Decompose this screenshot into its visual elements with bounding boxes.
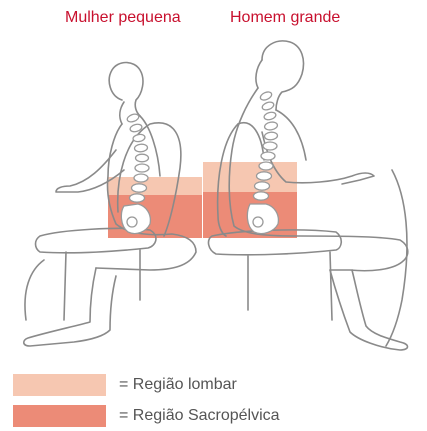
seated-posture-illustration [0,0,427,370]
legend-sacropelvic: = Região Sacropélvica [13,404,280,428]
legend-lumbar-label: = Região lombar [119,376,237,394]
legend-sacropelvic-swatch [13,405,106,427]
legend-sacropelvic-label: = Região Sacropélvica [119,407,280,425]
large-man-lumbar-region [203,162,297,192]
legend-lumbar: = Região lombar [13,373,237,397]
legend-lumbar-swatch [13,374,106,396]
small-woman-lumbar-region [108,177,202,195]
small-woman-spine [121,113,150,234]
large-man-spine [247,90,278,233]
